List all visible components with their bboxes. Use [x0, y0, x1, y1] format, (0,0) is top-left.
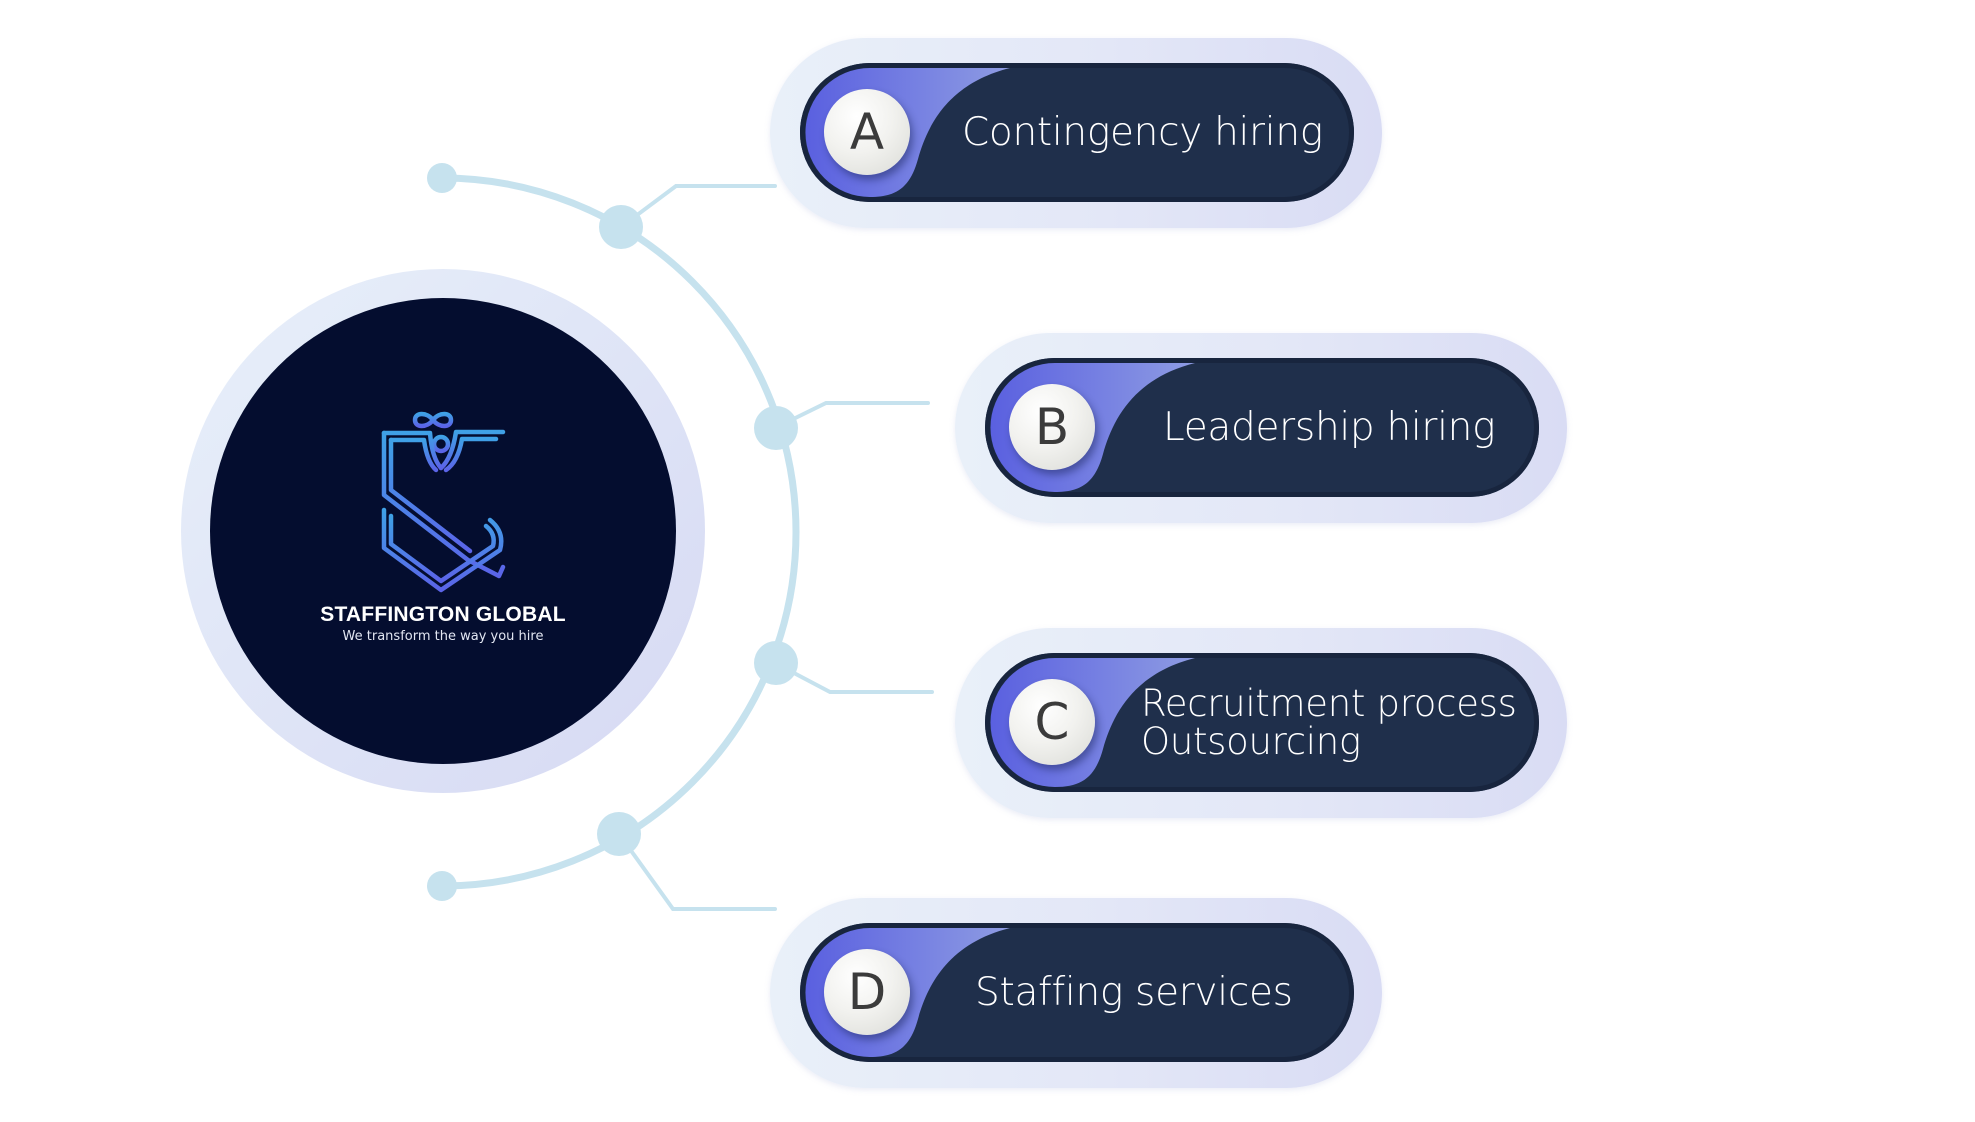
service-item-staffing-services[interactable]: D Staffing services: [770, 898, 1382, 1088]
service-item-rpo[interactable]: C Recruitment process Outsourcing: [955, 628, 1567, 818]
pill-body: D Staffing services: [800, 923, 1354, 1062]
pill-body: B Leadership hiring: [985, 358, 1539, 497]
service-label-line: Staffing services: [975, 970, 1293, 1015]
service-item-leadership-hiring[interactable]: B Leadership hiring: [955, 333, 1567, 523]
pill-body: C Recruitment process Outsourcing: [985, 653, 1539, 792]
service-label-line: Outsourcing: [1141, 719, 1361, 763]
staffington-logo-icon: [381, 411, 506, 593]
service-label-line: Leadership hiring: [1163, 405, 1496, 450]
node-c: [754, 641, 798, 685]
letter-badge: B: [1009, 384, 1095, 470]
brand-tagline: We transform the way you hire: [342, 629, 544, 644]
pill-body: A Contingency hiring: [800, 63, 1354, 202]
letter-badge: D: [824, 949, 910, 1035]
node-a: [599, 205, 643, 249]
service-label: Staffing services: [975, 923, 1340, 1062]
service-item-contingency-hiring[interactable]: A Contingency hiring: [770, 38, 1382, 228]
arc-end-dot: [427, 871, 457, 901]
connector-line-a: [619, 184, 777, 229]
service-label: Contingency hiring: [962, 63, 1340, 202]
connector-line-d: [617, 832, 777, 911]
node-d: [597, 812, 641, 856]
brand-name: STAFFINGTON GLOBAL: [320, 603, 566, 626]
service-label-line: Recruitment process: [1141, 681, 1517, 725]
service-label: Leadership hiring: [1163, 358, 1525, 497]
arc-start-dot: [427, 163, 457, 193]
letter-badge: C: [1009, 679, 1095, 765]
node-b: [754, 406, 798, 450]
letter-badge: A: [824, 89, 910, 175]
service-label-line: Contingency hiring: [962, 110, 1323, 155]
service-label: Recruitment process Outsourcing: [1141, 653, 1525, 792]
